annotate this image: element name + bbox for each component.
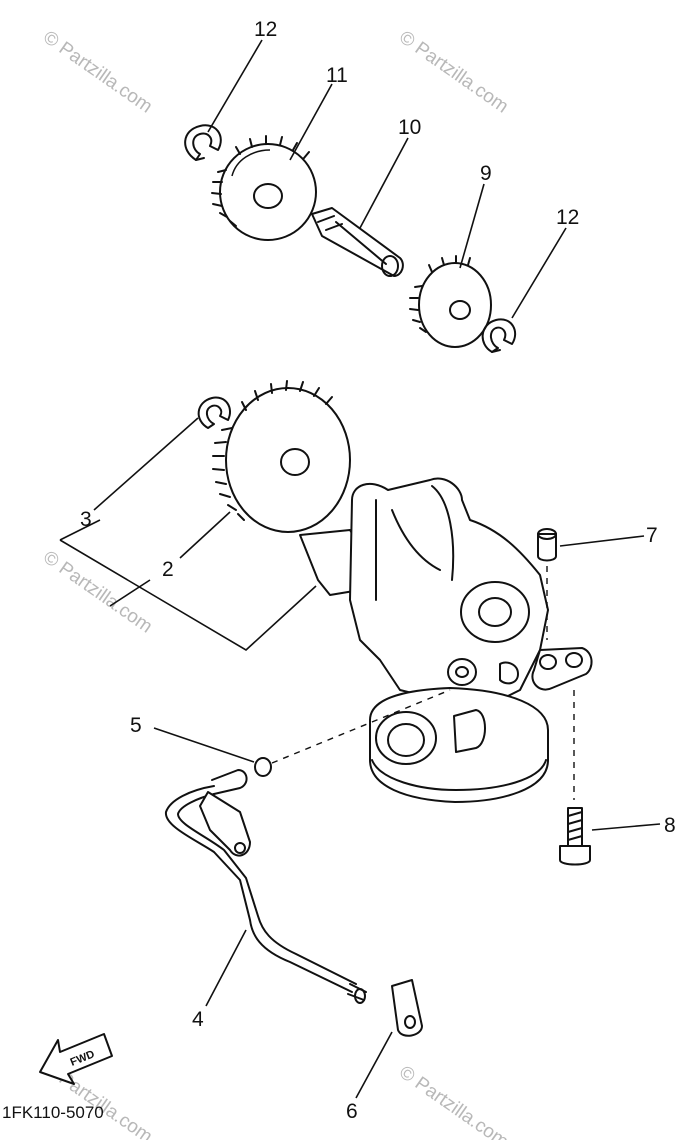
callout-2: 2: [162, 558, 174, 581]
callout-4: 4: [192, 1008, 204, 1031]
part-4-oil-pipe: [165, 769, 367, 1004]
part-11-gear: [211, 135, 317, 241]
watermark-top-right: © Partzilla.com: [395, 27, 512, 118]
part-6-bracket: [391, 979, 423, 1037]
part-10-shaft: [311, 207, 404, 277]
callout-5: 5: [130, 714, 142, 737]
fwd-arrow-icon: FWD: [39, 1033, 113, 1085]
callout-8: 8: [664, 814, 676, 837]
leader-lines: [59, 39, 661, 1099]
part-8-bolt: [559, 807, 591, 866]
assembly-guide-lines: [271, 566, 575, 800]
part-5-o-ring: [254, 757, 272, 777]
part-7-dowel-pin: [537, 528, 557, 562]
callout-7: 7: [646, 524, 658, 547]
watermark-middle-left: © Partzilla.com: [39, 547, 156, 638]
callout-numbers: 12 11 10 9 12 3 2 7 5 8 4 6: [80, 18, 676, 1123]
part-12-circlip-right: [481, 318, 517, 353]
watermark-bottom-right: © Partzilla.com: [395, 1062, 512, 1140]
diagram-code: 1FK110-5070: [2, 1103, 104, 1122]
callout-12-top: 12: [254, 18, 277, 41]
part-12-circlip-top: [184, 124, 222, 161]
watermark-top-left: © Partzilla.com: [39, 27, 156, 118]
callout-11: 11: [326, 64, 348, 87]
part-2-large-gear: [212, 380, 351, 533]
callout-3: 3: [80, 508, 92, 531]
oil-pump-body: [299, 477, 593, 803]
part-3-circlip: [197, 396, 231, 429]
callout-12-right: 12: [556, 206, 579, 229]
callout-6: 6: [346, 1100, 358, 1123]
callout-9: 9: [480, 162, 492, 185]
part-9-gear: [409, 255, 492, 348]
callout-10: 10: [398, 116, 421, 139]
